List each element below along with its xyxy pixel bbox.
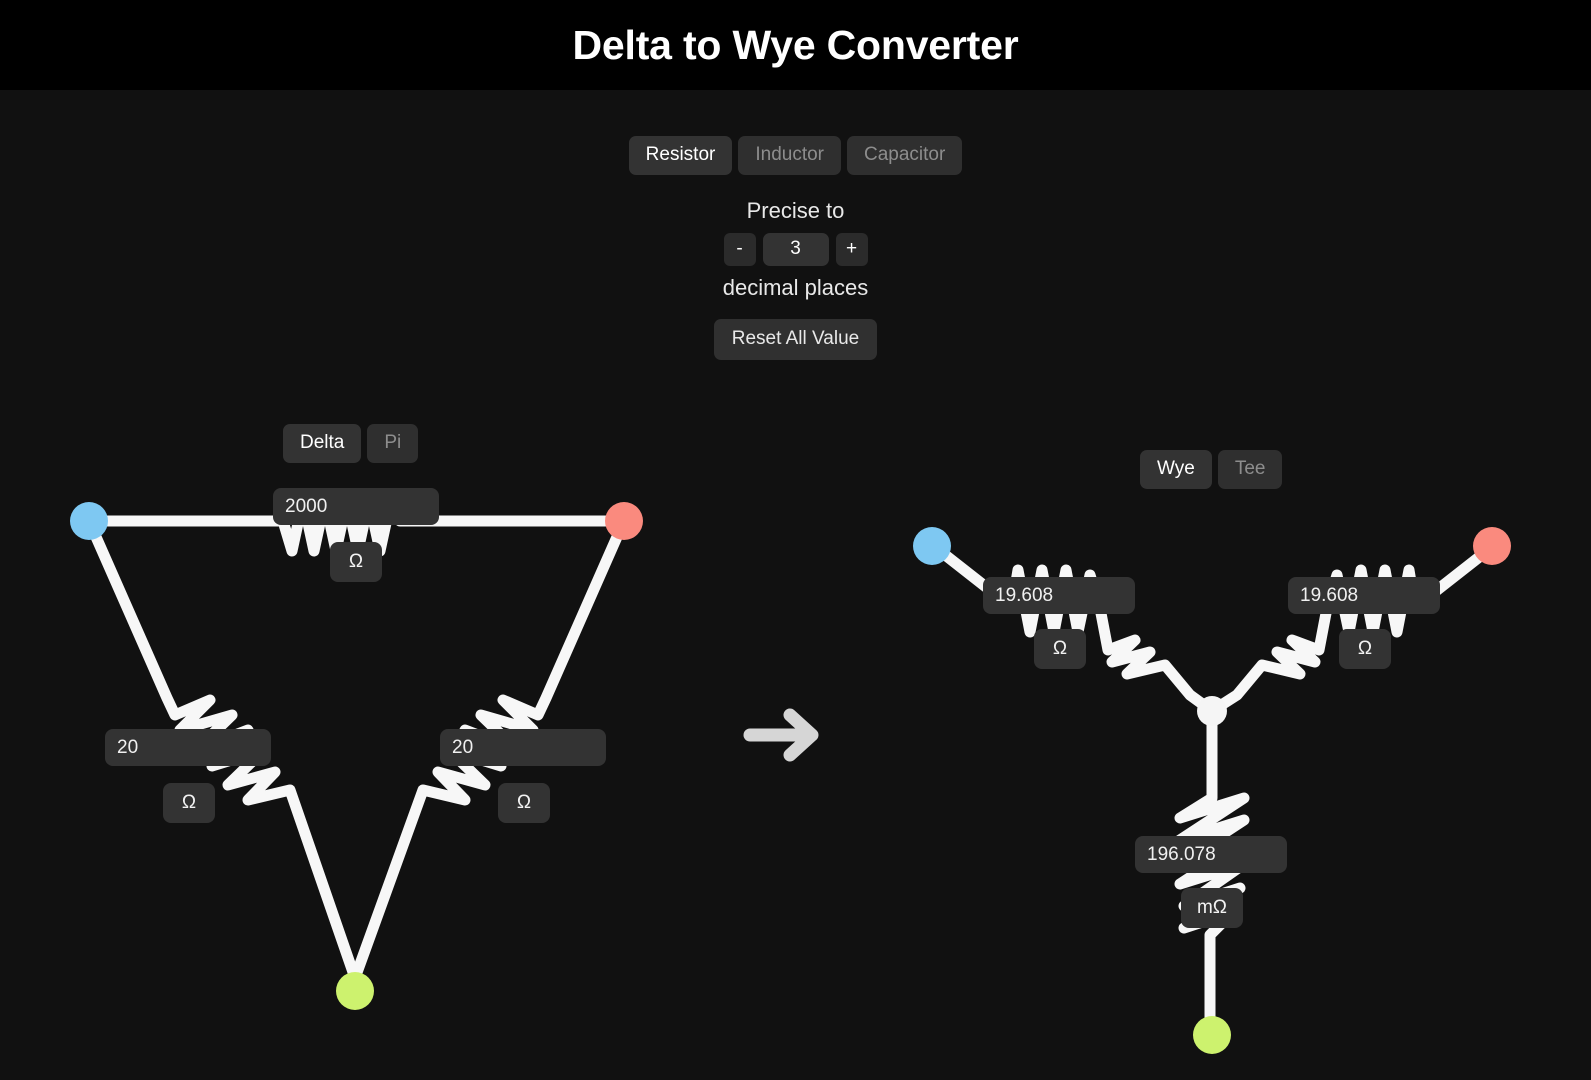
wye-bottom-value-field[interactable]: 196.078 bbox=[1135, 836, 1287, 873]
wye-left-value-field[interactable]: 19.608 bbox=[983, 577, 1135, 614]
component-type-capacitor[interactable]: Capacitor bbox=[847, 136, 963, 175]
page-title: Delta to Wye Converter bbox=[572, 21, 1019, 68]
wye-node-c[interactable] bbox=[1193, 1016, 1231, 1054]
delta-top-unit-button[interactable]: Ω bbox=[330, 542, 382, 582]
delta-topology-selector: Delta Pi bbox=[283, 424, 419, 463]
wye-node-b[interactable] bbox=[1473, 527, 1511, 565]
controls-panel: Resistor Inductor Capacitor Precise to -… bbox=[0, 90, 1591, 360]
wye-bottom-unit-button[interactable]: mΩ bbox=[1181, 888, 1243, 928]
topology-pi-button[interactable]: Pi bbox=[367, 424, 419, 463]
circuit-area: Delta Pi Wye Tee bbox=[0, 400, 1591, 1080]
wye-left-arm-wire bbox=[929, 541, 1218, 717]
delta-right-unit-button[interactable]: Ω bbox=[498, 783, 550, 823]
delta-top-value-field[interactable]: 2000 bbox=[273, 488, 439, 525]
topology-tee-button[interactable]: Tee bbox=[1217, 450, 1283, 489]
wye-left-unit-button[interactable]: Ω bbox=[1034, 629, 1086, 669]
conversion-arrow bbox=[742, 705, 826, 770]
reset-all-values-button[interactable]: Reset All Value bbox=[713, 318, 878, 360]
wye-bottom-arm-wire bbox=[1174, 705, 1250, 1041]
precision-label-bottom: decimal places bbox=[722, 274, 869, 300]
app-header: Delta to Wye Converter bbox=[0, 0, 1591, 90]
delta-node-c[interactable] bbox=[336, 972, 374, 1010]
wye-node-a[interactable] bbox=[913, 527, 951, 565]
wye-right-arm-wire bbox=[1206, 541, 1498, 717]
wye-right-unit-button[interactable]: Ω bbox=[1339, 629, 1391, 669]
precision-stepper: - + bbox=[723, 232, 868, 266]
topology-delta-button[interactable]: Delta bbox=[283, 424, 362, 463]
wye-node-center bbox=[1197, 696, 1227, 726]
delta-node-a[interactable] bbox=[70, 502, 108, 540]
delta-left-value-field[interactable]: 20 bbox=[105, 729, 271, 766]
wye-topology-selector: Wye Tee bbox=[1140, 450, 1283, 489]
delta-node-b[interactable] bbox=[605, 502, 643, 540]
topology-wye-button[interactable]: Wye bbox=[1140, 450, 1212, 489]
component-type-resistor[interactable]: Resistor bbox=[628, 136, 733, 175]
precision-increment-button[interactable]: + bbox=[835, 232, 868, 266]
delta-right-value-field[interactable]: 20 bbox=[440, 729, 606, 766]
precision-value-input[interactable] bbox=[762, 232, 829, 266]
component-type-selector: Resistor Inductor Capacitor bbox=[628, 136, 963, 175]
precision-label-top: Precise to bbox=[746, 197, 845, 223]
wye-right-value-field[interactable]: 19.608 bbox=[1288, 577, 1440, 614]
component-type-inductor[interactable]: Inductor bbox=[738, 136, 841, 175]
precision-decrement-button[interactable]: - bbox=[723, 232, 756, 266]
delta-left-unit-button[interactable]: Ω bbox=[163, 783, 215, 823]
arrow-right-icon bbox=[743, 708, 819, 762]
